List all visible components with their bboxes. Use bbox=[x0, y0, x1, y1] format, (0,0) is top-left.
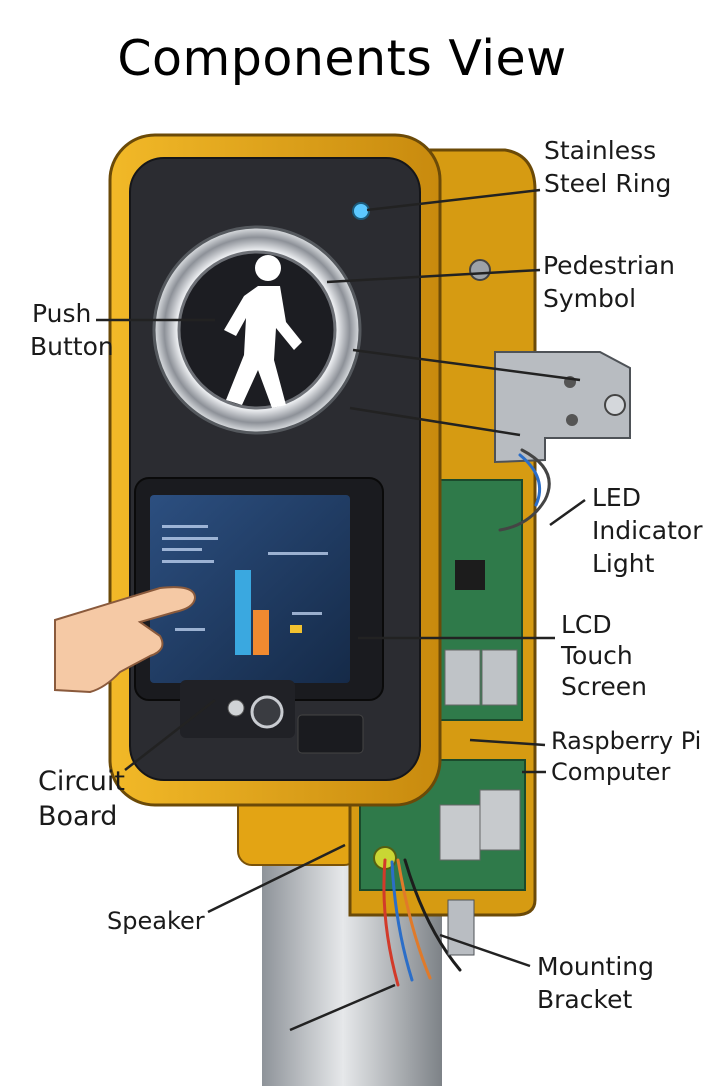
side-bracket bbox=[494, 351, 631, 464]
leader-lines bbox=[96, 188, 586, 1032]
label-stainless-steel-ring: Stainless Steel Ring bbox=[544, 136, 672, 198]
hand-icon bbox=[54, 586, 197, 694]
label-pedestrian-symbol: Pedestrian Symbol bbox=[543, 251, 676, 313]
speaker-icon bbox=[227, 699, 245, 717]
label-led-indicator-light: LED Indicator Light bbox=[592, 483, 703, 578]
usb-port-icon bbox=[250, 695, 284, 729]
led-indicator bbox=[352, 202, 370, 220]
diagram-title: Components View bbox=[117, 30, 567, 87]
label-raspberry-pi-computer: Raspberry Pi Computer bbox=[551, 727, 702, 786]
pedestrian-icon bbox=[224, 255, 302, 408]
label-lcd-touch-screen: LCD Touch Screen bbox=[561, 610, 647, 701]
wires bbox=[382, 448, 551, 987]
label-speaker: Speaker bbox=[107, 907, 205, 935]
mounting-bracket bbox=[447, 899, 475, 956]
label-push-button: Push Button bbox=[30, 299, 114, 361]
label-circuit-board: Circuit Board bbox=[38, 766, 125, 832]
label-mounting-bracket: Mounting Bracket bbox=[537, 952, 655, 1014]
